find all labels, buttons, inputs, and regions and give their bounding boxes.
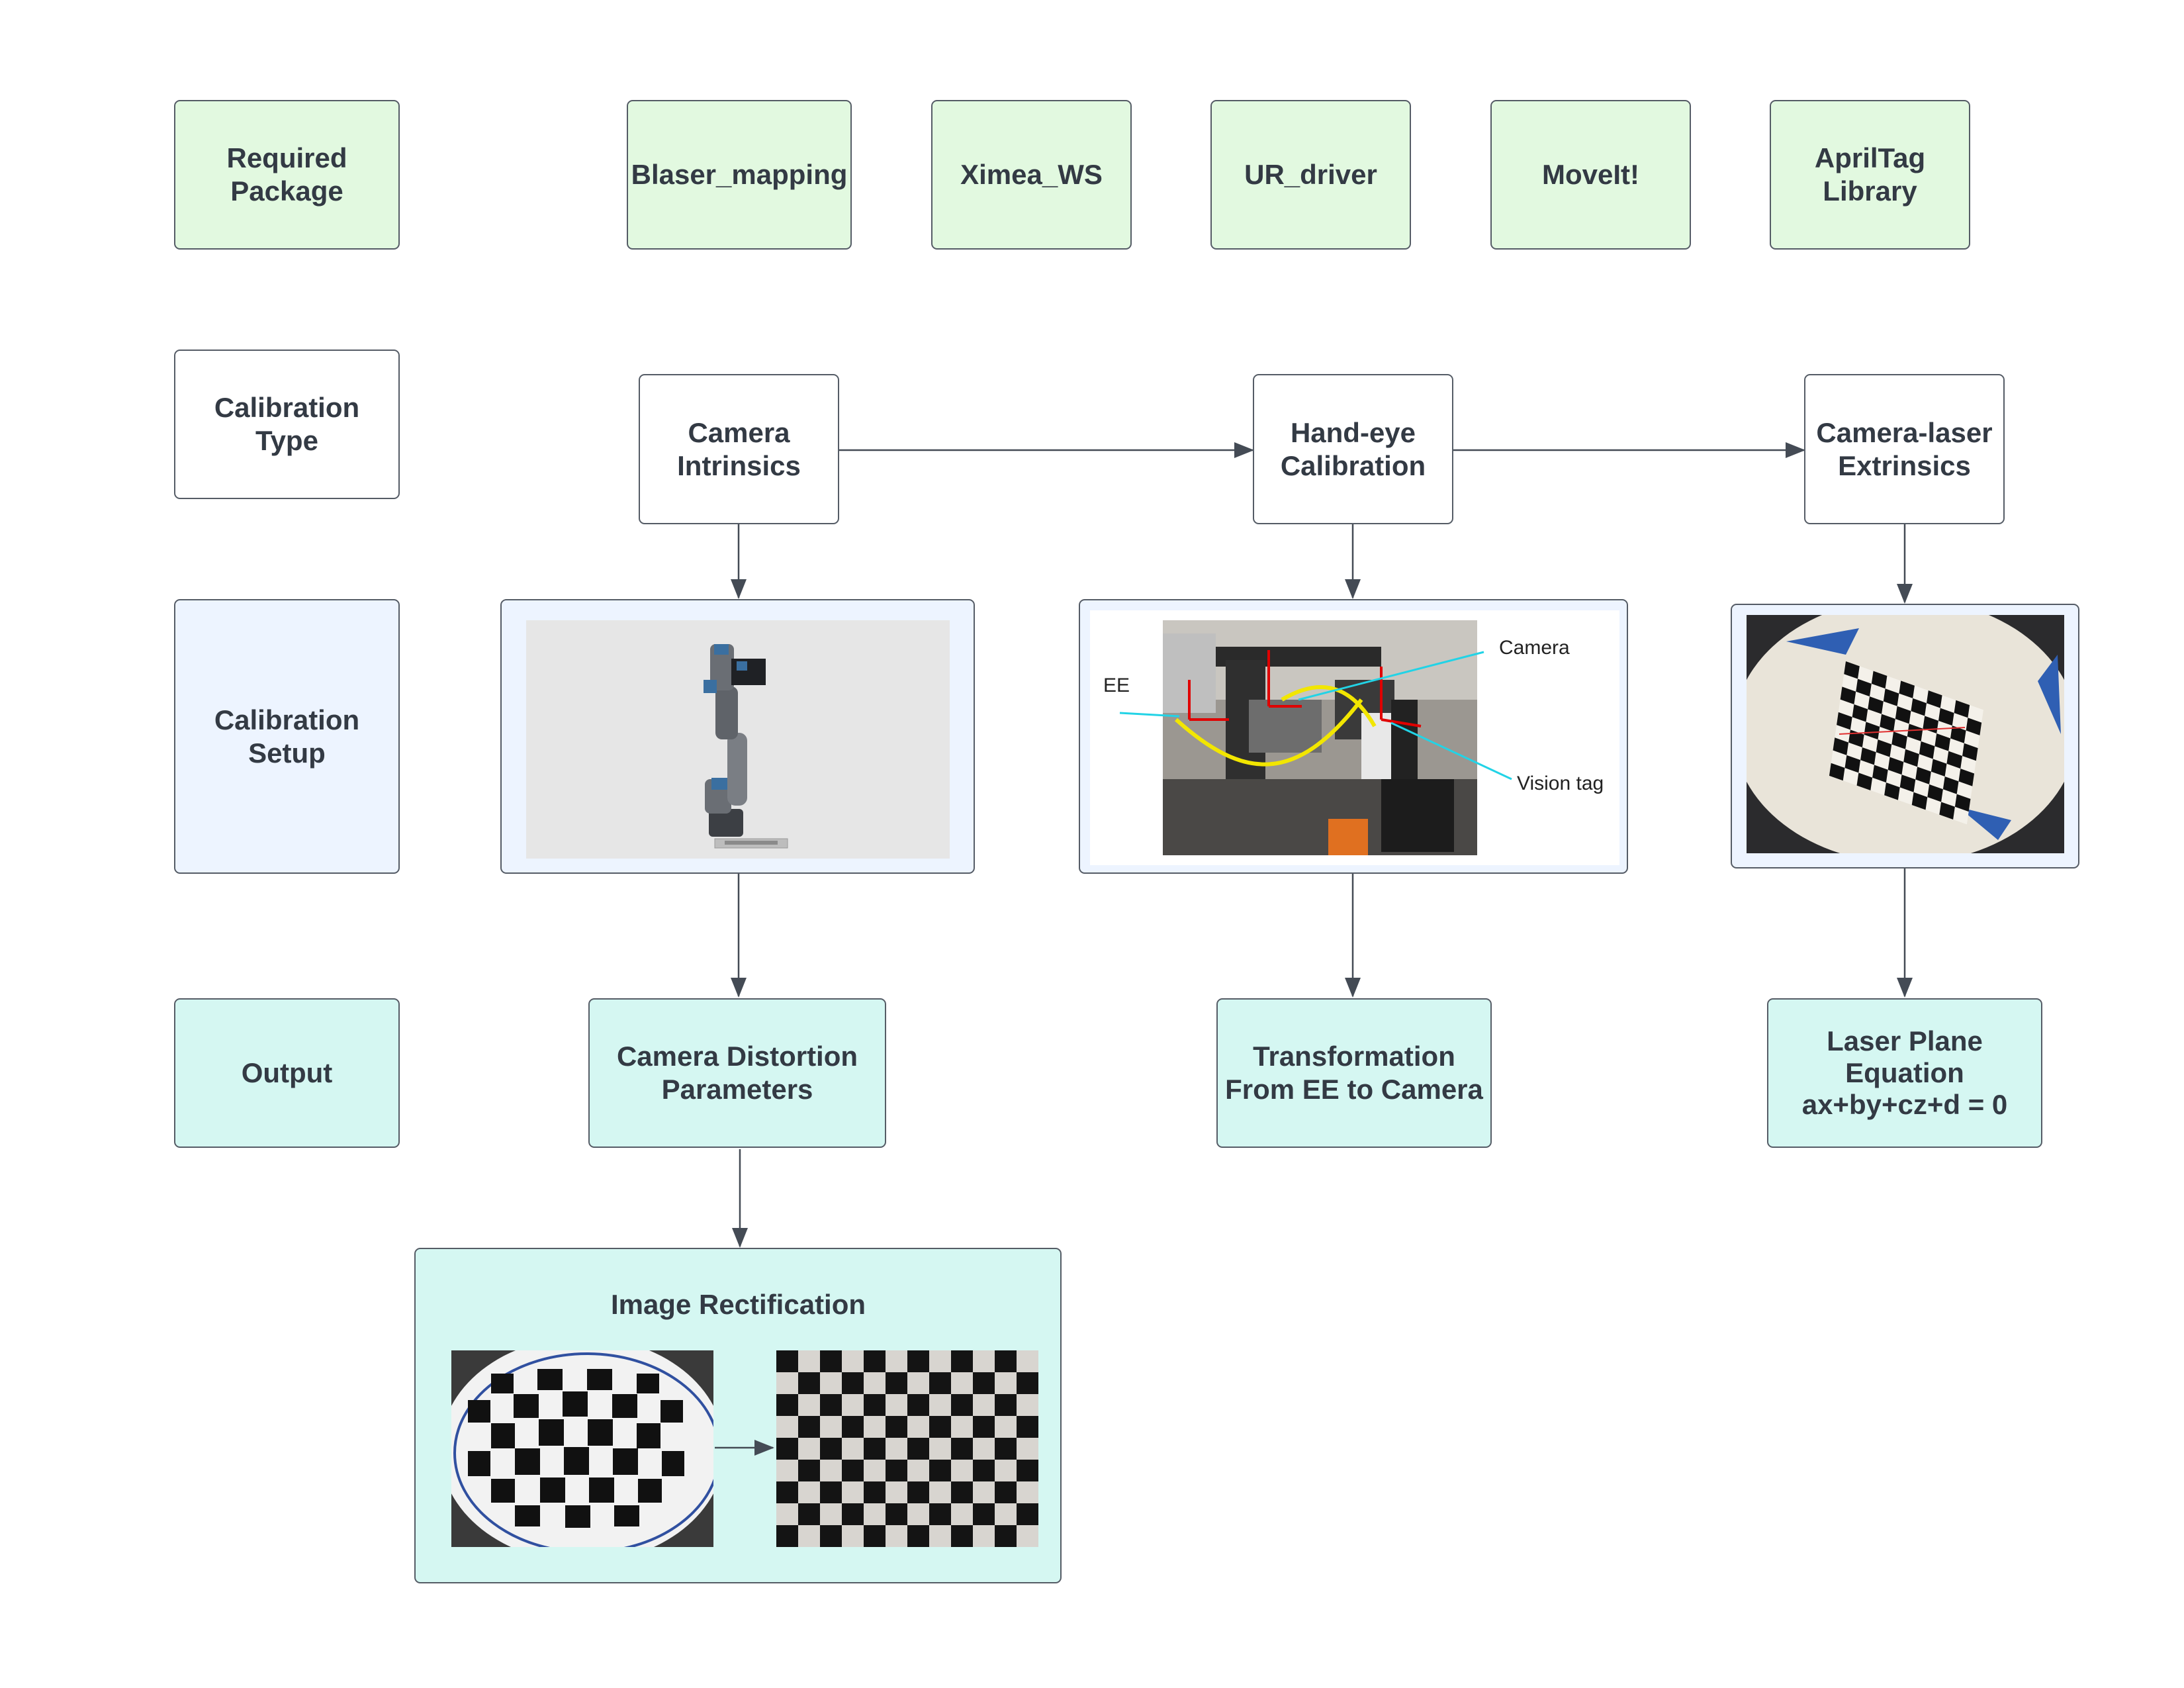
- fisheye-checkerboard-image: [1747, 615, 2064, 853]
- handeye-leader-lines: [1119, 651, 1512, 780]
- package-blaser-mapping: Blaser_mapping: [627, 100, 852, 250]
- rectification-arrow: [715, 1440, 774, 1456]
- row-label-text: Required Package: [226, 142, 347, 207]
- type-camera-laser: Camera-laser Extrinsics: [1804, 374, 2005, 524]
- type-label: Camera-laser Extrinsics: [1816, 416, 1993, 481]
- package-ximea-ws: Ximea_WS: [931, 100, 1132, 250]
- package-label: UR_driver: [1244, 159, 1377, 190]
- handeye-photo: [1163, 620, 1477, 855]
- row-label-text: Calibration Type: [214, 392, 360, 456]
- annotation-ee: EE: [1103, 675, 1130, 696]
- output-label: Transformation From EE to Camera: [1225, 1041, 1483, 1105]
- package-moveit: MoveIt!: [1490, 100, 1691, 250]
- package-ur-driver: UR_driver: [1210, 100, 1411, 250]
- row-label-text: Output: [241, 1057, 333, 1088]
- type-label: Camera Intrinsics: [677, 416, 801, 481]
- row-label-calibration-setup: Calibration Setup: [174, 599, 400, 874]
- handeye-scene-illustration: [1163, 620, 1477, 855]
- type-label: Hand-eye Calibration: [1280, 416, 1426, 481]
- package-label: AprilTag Library: [1814, 142, 1926, 207]
- setup-camera-laser-panel: [1731, 604, 2079, 868]
- package-label: MoveIt!: [1542, 159, 1639, 190]
- fisheye-checkerboard-illustration: [1747, 615, 2064, 853]
- rectification-panel: Image Rectification: [414, 1248, 1062, 1583]
- package-label: Blaser_mapping: [631, 159, 848, 190]
- rectified-checkerboard-illustration: [776, 1350, 1038, 1547]
- rectified-checkerboard-image: [776, 1350, 1038, 1547]
- row-label-text: Calibration Setup: [214, 704, 360, 769]
- package-label: Ximea_WS: [960, 159, 1103, 190]
- output-laser-plane: Laser Plane Equation ax+by+cz+d = 0: [1767, 998, 2042, 1148]
- annotation-camera: Camera: [1499, 637, 1570, 659]
- setup-handeye-panel: Camera EE Vision tag: [1079, 599, 1628, 874]
- row-label-output: Output: [174, 998, 400, 1148]
- output-distortion: Camera Distortion Parameters: [588, 998, 886, 1148]
- distorted-checkerboard-illustration: [451, 1350, 713, 1547]
- type-hand-eye: Hand-eye Calibration: [1253, 374, 1453, 524]
- setup-robot-arm-panel: [500, 599, 975, 874]
- output-label: Camera Distortion Parameters: [616, 1041, 858, 1105]
- robot-arm-image: [526, 620, 950, 859]
- row-label-required-package: Required Package: [174, 100, 400, 250]
- output-label: Laser Plane Equation ax+by+cz+d = 0: [1801, 1025, 2008, 1120]
- package-apriltag: AprilTag Library: [1770, 100, 1970, 250]
- type-camera-intrinsics: Camera Intrinsics: [639, 374, 839, 524]
- row-label-calibration-type: Calibration Type: [174, 350, 400, 499]
- annotation-vision-tag: Vision tag: [1517, 773, 1604, 794]
- robot-arm-illustration: [704, 644, 788, 849]
- output-transformation: Transformation From EE to Camera: [1216, 998, 1492, 1148]
- distorted-checkerboard-image: [451, 1350, 713, 1547]
- rectification-title: Image Rectification: [610, 1289, 866, 1320]
